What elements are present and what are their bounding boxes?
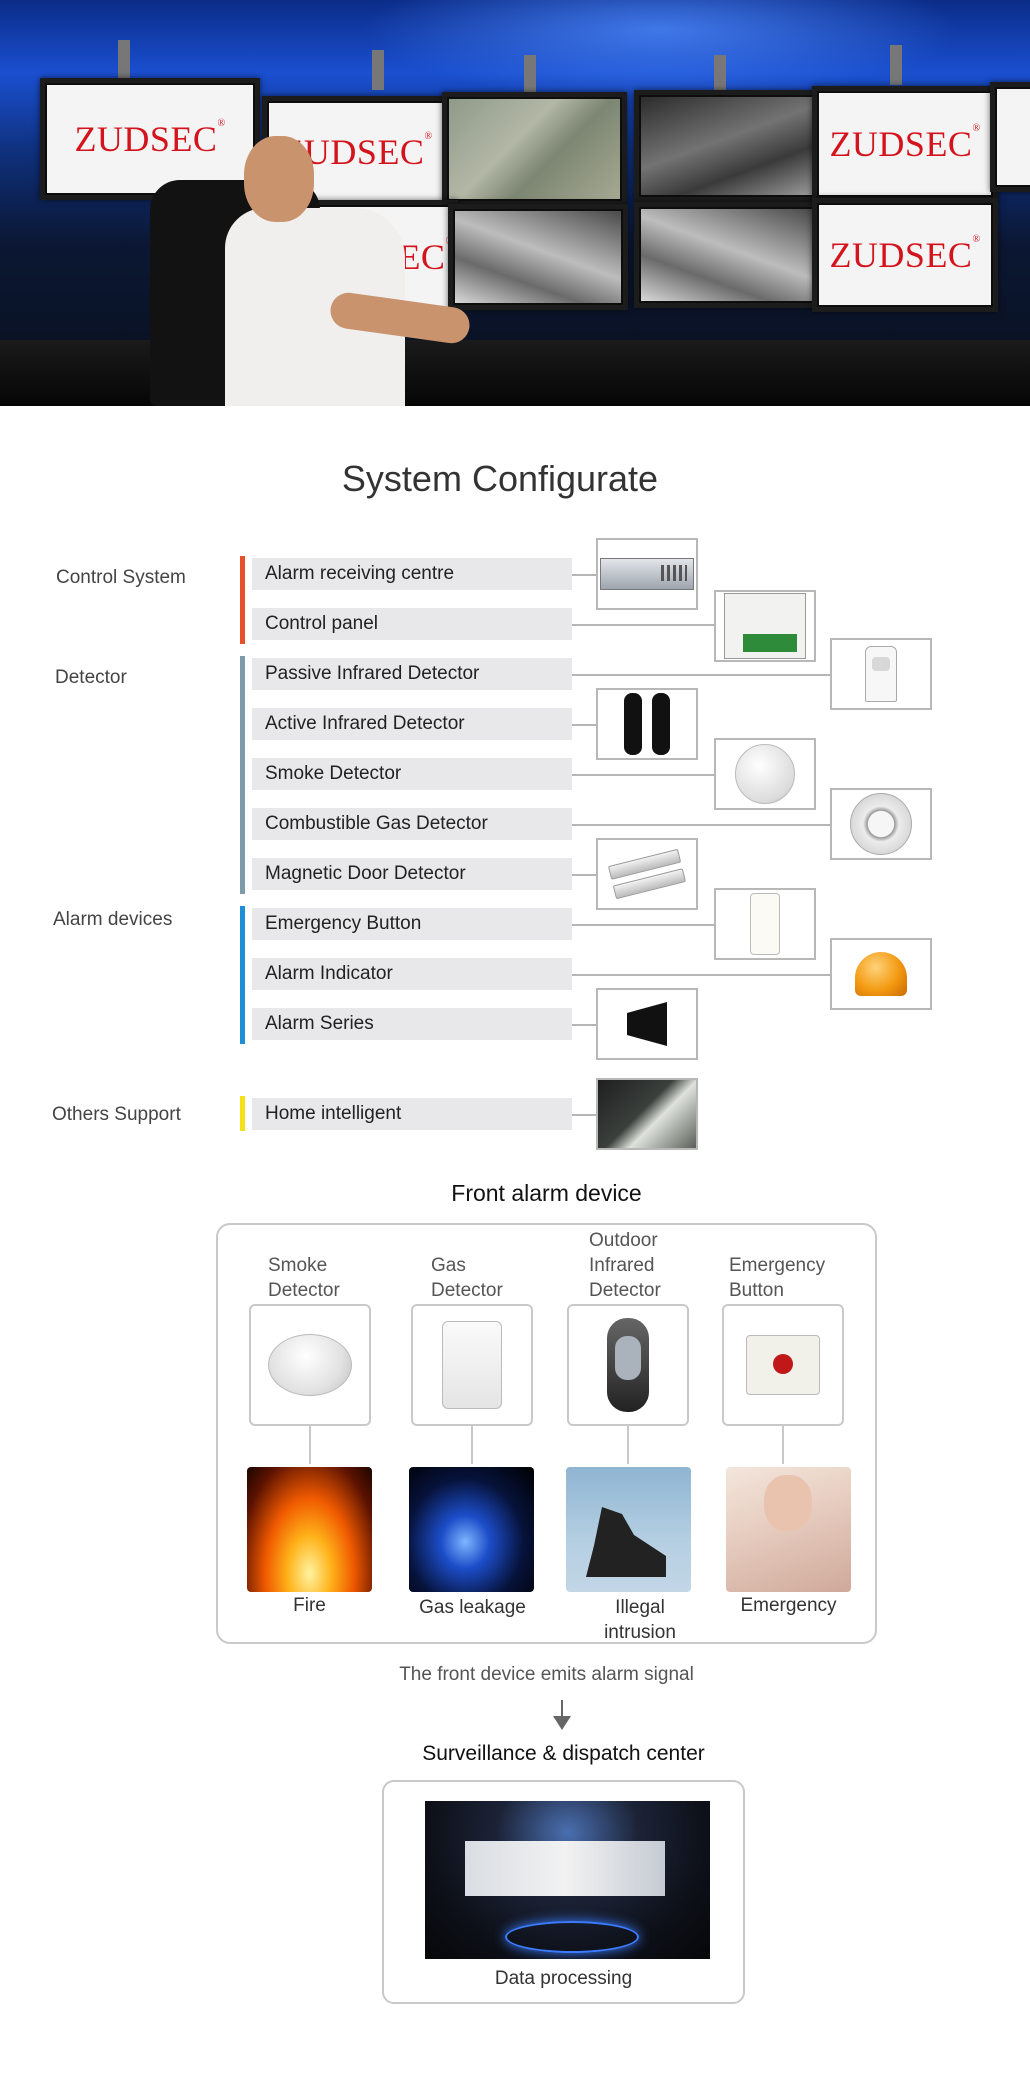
scene-label-gas: Gas leakage	[419, 1597, 526, 1618]
item-combustible-gas-detector: Combustible Gas Detector	[252, 808, 572, 840]
intrusion-image	[566, 1467, 691, 1592]
monitor-mount	[118, 40, 130, 80]
brand-logo: ZUDSEC®	[829, 123, 981, 164]
monitor-brand: ZUDSEC®	[812, 198, 998, 312]
siren-icon	[596, 988, 698, 1060]
monitor-brand: ZUDSEC®	[40, 78, 260, 200]
arrow-down-icon	[553, 1700, 571, 1732]
category-bar-others-support	[240, 1096, 245, 1131]
brand-logo: ZUDSEC®	[829, 234, 981, 275]
category-bar-detector	[240, 656, 245, 894]
category-label-alarm-devices: Alarm devices	[53, 909, 173, 930]
brand-logo: ZUDSEC®	[74, 118, 226, 159]
front-device-panel	[216, 1223, 877, 1644]
center-title: Surveillance & dispatch center	[422, 1742, 705, 1765]
emergency-button-icon	[722, 1304, 844, 1426]
emergency-button-icon	[714, 888, 816, 960]
item-alarm-receiving-centre: Alarm receiving centre	[252, 558, 572, 590]
section-title: System Configurate	[341, 458, 659, 499]
connector-line	[572, 824, 830, 826]
monitor-map-feed	[442, 92, 627, 206]
scene-label-emergency: Emergency	[740, 1595, 837, 1616]
scene-label-fire: Fire	[293, 1595, 326, 1616]
connector-line	[572, 974, 830, 976]
connector-line	[471, 1426, 473, 1464]
outdoor-detector-icon	[567, 1304, 689, 1426]
device-label-smoke: Smoke Detector	[268, 1255, 340, 1301]
device-label-emergency: Emergency Button	[729, 1255, 826, 1301]
category-label-control-system: Control System	[56, 567, 186, 588]
connector-line	[572, 574, 596, 576]
item-alarm-indicator: Alarm Indicator	[252, 958, 572, 990]
item-magnetic-door-detector: Magnetic Door Detector	[252, 858, 572, 890]
category-bar-alarm-devices	[240, 906, 245, 1044]
connector-line	[572, 1024, 596, 1026]
device-label-gas: Gas Detector	[431, 1255, 503, 1301]
connector-line	[572, 724, 596, 726]
gas-detector-icon	[411, 1304, 533, 1426]
front-alarm-title: Front alarm device	[451, 1180, 642, 1206]
door-contact-icon	[596, 838, 698, 910]
pir-detector-icon	[830, 638, 932, 710]
monitor-mount	[714, 55, 726, 95]
item-home-intelligent: Home intelligent	[252, 1098, 572, 1130]
monitor-mount	[372, 50, 384, 90]
monitor-mount	[890, 45, 902, 85]
category-bar-control-system	[240, 556, 245, 644]
item-active-infrared-detector: Active Infrared Detector	[252, 708, 572, 740]
smoke-detector-icon	[714, 738, 816, 810]
connector-line	[782, 1426, 784, 1464]
monitor-mount	[524, 55, 536, 95]
connector-line	[572, 1114, 596, 1116]
connector-line	[572, 674, 830, 676]
connector-line	[572, 874, 596, 876]
control-panel-icon	[714, 590, 816, 662]
gas-detector-icon	[830, 788, 932, 860]
alarm-receiver-icon	[596, 538, 698, 610]
connector-line	[572, 774, 714, 776]
item-smoke-detector: Smoke Detector	[252, 758, 572, 790]
monitor-brand: ZUDSEC®	[812, 86, 998, 202]
category-label-others-support: Others Support	[52, 1104, 181, 1125]
monitor-camera-feed	[634, 90, 819, 202]
center-label: Data processing	[494, 1968, 633, 1989]
ceiling-light	[360, 0, 960, 100]
signal-note: The front device emits alarm signal	[399, 1664, 694, 1685]
hero-control-room-photo: ZUDSEC® ZUDSEC® ZUDSEC® ZUDSEC® ZUDSEC®	[0, 0, 1030, 406]
monitor-camera-feed	[448, 204, 628, 310]
category-label-detector: Detector	[55, 667, 127, 688]
item-emergency-button: Emergency Button	[252, 908, 572, 940]
smoke-detector-icon	[249, 1304, 371, 1426]
connector-line	[572, 924, 714, 926]
item-control-panel: Control panel	[252, 608, 572, 640]
connector-line	[309, 1426, 311, 1464]
item-passive-infrared-detector: Passive Infrared Detector	[252, 658, 572, 690]
smart-home-icon	[596, 1078, 698, 1150]
scene-label-intrusion: Illegal intrusion	[604, 1597, 676, 1643]
strobe-light-icon	[830, 938, 932, 1010]
monitor-blank	[990, 82, 1030, 192]
dispatch-center-image	[425, 1801, 710, 1959]
beam-detector-icon	[596, 688, 698, 760]
item-alarm-series: Alarm Series	[252, 1008, 572, 1040]
connector-line	[627, 1426, 629, 1464]
monitor-camera-feed	[634, 202, 819, 308]
device-label-outdoor: Outdoor Infrared Detector	[589, 1230, 661, 1301]
gas-leak-image	[409, 1467, 534, 1592]
emergency-image	[726, 1467, 851, 1592]
fire-image	[247, 1467, 372, 1592]
connector-line	[572, 624, 714, 626]
dispatch-center-panel	[382, 1780, 745, 2004]
operator-head	[244, 136, 314, 222]
